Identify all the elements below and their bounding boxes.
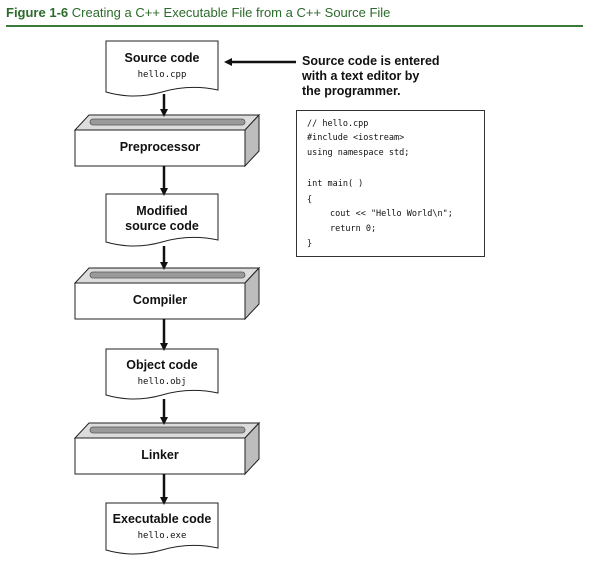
source-code-file: hello.cpp [137,70,187,80]
code-line-open-brace: { [307,195,313,205]
figure-caption: Figure 1-6 Creating a C++ Executable Fil… [6,5,390,20]
executable-code-label: Executable code [112,512,212,526]
doc-shape-modified [105,193,219,247]
code-line-return: return 0; [330,224,377,234]
doc-shape-object [105,348,219,400]
executable-code-file: hello.exe [137,531,187,541]
figure-title: Creating a C++ Executable File from a C+… [71,5,391,20]
code-line-cout: cout << "Hello World\n"; [330,209,453,219]
doc-shape-source [105,40,219,97]
process-box-linker [73,421,261,476]
compiler-label: Compiler [132,293,188,307]
figure-number: Figure 1-6 [6,5,69,20]
source-code-label: Source code [124,51,200,65]
modified-source-label-line2: source code [125,219,199,233]
linker-label: Linker [141,448,179,462]
code-listing: // hello.cpp #include <iostream> using n… [296,110,485,257]
process-box-compiler [73,266,261,321]
code-line-include: #include <iostream> [307,133,405,143]
code-line-main: int main( ) [307,179,364,189]
editor-note-line2: with a text editor by [302,69,420,83]
editor-note-line1: Source code is entered [302,54,440,68]
modified-source-label-line1: Modified [136,204,188,218]
code-line-using: using namespace std; [307,148,410,158]
header-rule [6,25,583,27]
code-line-comment: // hello.cpp [307,119,369,129]
editor-note-line3: the programmer. [302,84,401,98]
code-line-close-brace: } [307,239,313,249]
preprocessor-label: Preprocessor [119,140,201,154]
doc-shape-executable [105,502,219,555]
editor-note: Source code is entered with a text edito… [302,54,492,99]
process-box-preprocessor [73,113,261,168]
object-code-file: hello.obj [137,377,187,387]
object-code-label: Object code [126,358,198,372]
